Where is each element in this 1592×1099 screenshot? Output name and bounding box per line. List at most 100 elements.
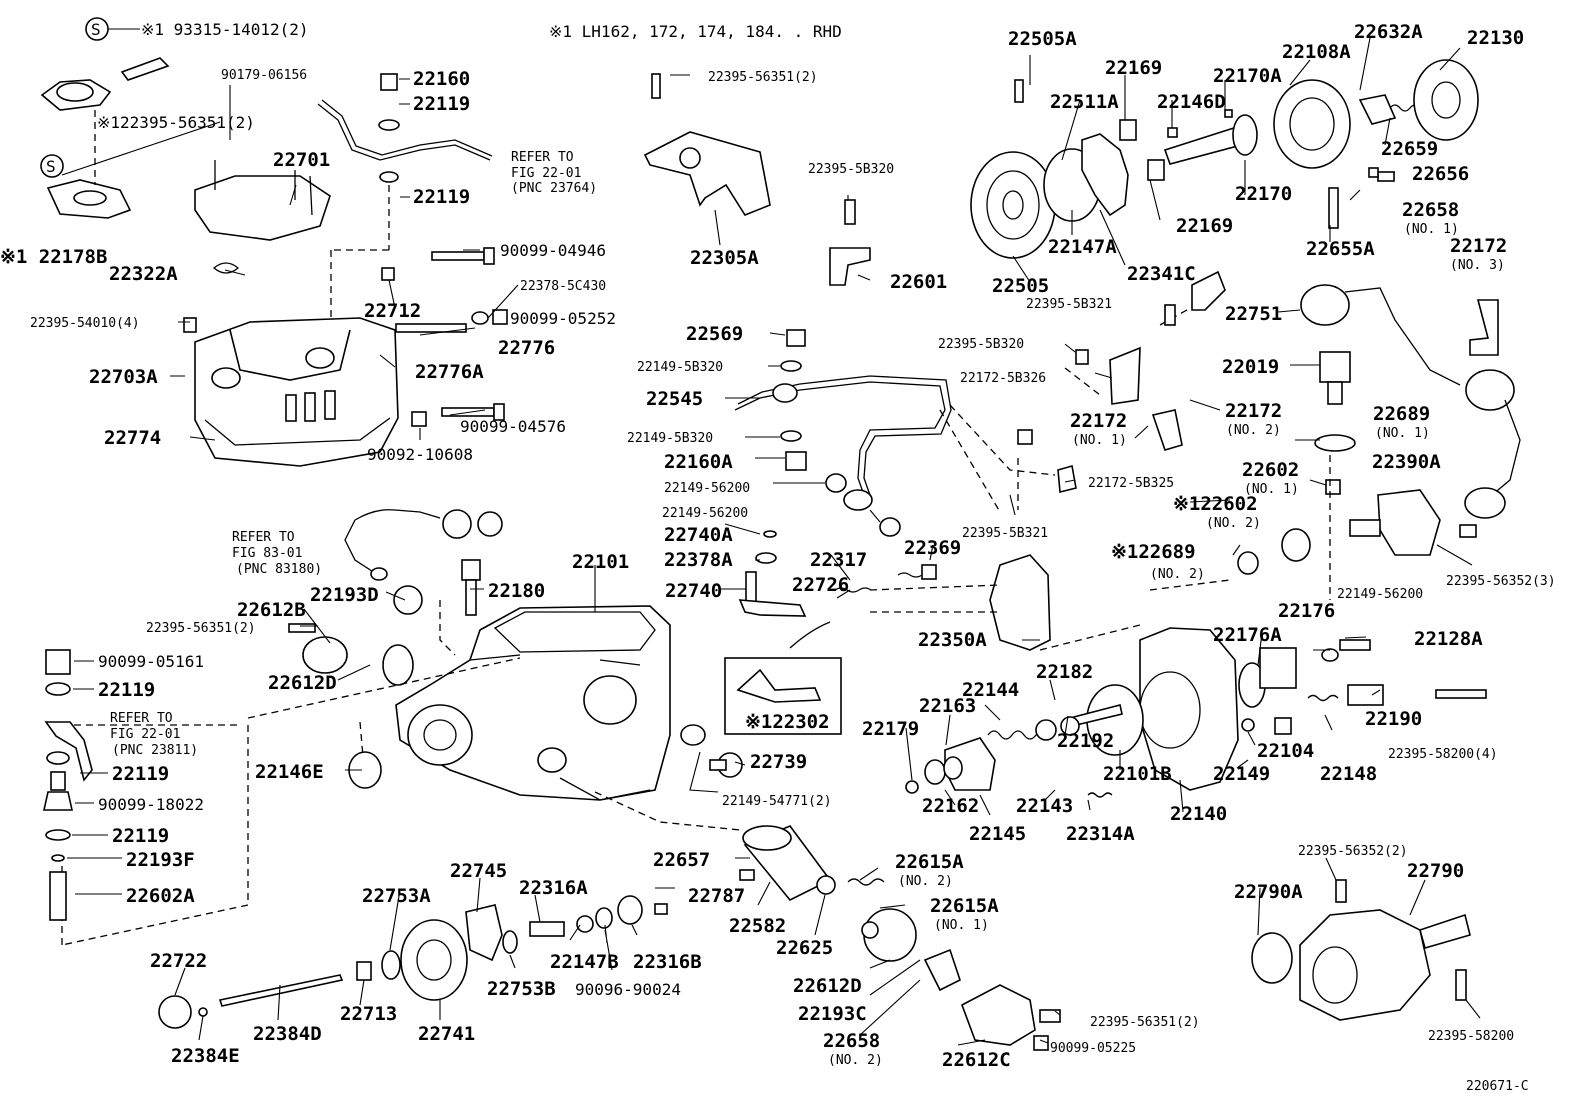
callout-22149-5B320-b: 22149-5B320 bbox=[627, 431, 713, 446]
callout-22569: 22569 bbox=[686, 323, 743, 345]
callout-22776: 22776 bbox=[498, 337, 555, 359]
callout-22119-a: 22119 bbox=[413, 93, 470, 115]
callout-90099-05161: 90099-05161 bbox=[98, 652, 204, 671]
callout-22689-no2-sub: (NO. 2) bbox=[1150, 567, 1205, 582]
callout-22632A: 22632A bbox=[1354, 21, 1423, 43]
callout-22119-e: 22119 bbox=[112, 825, 169, 847]
callout-pnc-23811: (PNC 23811) bbox=[112, 743, 198, 758]
callout-22505A: 22505A bbox=[1008, 28, 1077, 50]
callout-22108A: 22108A bbox=[1282, 41, 1351, 63]
callout-22149-56200-b: 22149-56200 bbox=[662, 506, 748, 521]
callout-22701: 22701 bbox=[273, 149, 330, 171]
callout-22740A: 22740A bbox=[664, 524, 733, 546]
timer-cover-22790 bbox=[1251, 879, 1471, 1021]
callout-22395-58200: 22395-58200 bbox=[1428, 1029, 1514, 1044]
callout-22384D: 22384D bbox=[253, 1023, 322, 1045]
callout-22395-56351-bottom: 22395-56351(2) bbox=[1090, 1015, 1200, 1030]
callout-22689-no1: 22689 bbox=[1373, 403, 1430, 425]
callout-22119-b: 22119 bbox=[413, 186, 470, 208]
callout-22726: 22726 bbox=[792, 574, 849, 596]
banjo-fitting-column bbox=[43, 623, 316, 921]
callout-22703A: 22703A bbox=[89, 366, 158, 388]
fuel-pipe-22545 bbox=[734, 329, 952, 564]
callout-22101: 22101 bbox=[572, 551, 629, 573]
callout-22615A-no1: 22615A bbox=[930, 895, 999, 917]
callout-refer-to-c: REFER TO bbox=[110, 711, 173, 726]
callout-22395-5B321-b: 22395-5B321 bbox=[962, 526, 1048, 541]
callout-22511A: 22511A bbox=[1050, 91, 1119, 113]
fuel-cut-solenoid-wire bbox=[1300, 284, 1521, 519]
callout-22160A: 22160A bbox=[664, 451, 733, 473]
bracket-22601 bbox=[829, 199, 871, 286]
governor-22350A bbox=[989, 554, 1051, 651]
callout-22602-no2-note: ※122602 bbox=[1173, 493, 1258, 515]
callout-22395-56352-3: 22395-56352(3) bbox=[1446, 574, 1556, 589]
callout-90099-04946: 90099-04946 bbox=[500, 241, 606, 260]
bracket-22172-no3 bbox=[1469, 299, 1499, 356]
callout-22147B: 22147B bbox=[550, 951, 619, 973]
callout-22104: 22104 bbox=[1257, 740, 1314, 762]
callout-22740: 22740 bbox=[665, 580, 722, 602]
callout-22322A: 22322A bbox=[109, 263, 178, 285]
callout-22172-5B326: 22172-5B326 bbox=[960, 371, 1046, 386]
pump-housing-22101 bbox=[302, 605, 671, 801]
callout-22160: 22160 bbox=[413, 68, 470, 90]
drawing-id: 220671-C bbox=[1466, 1079, 1529, 1094]
callout-22625: 22625 bbox=[776, 937, 833, 959]
callout-22395-5B320-a: 22395-5B320 bbox=[808, 162, 894, 177]
callout-22144: 22144 bbox=[962, 679, 1019, 701]
sensor-bracket-top bbox=[40, 57, 221, 219]
callout-22790: 22790 bbox=[1407, 860, 1464, 882]
svg-text:S: S bbox=[46, 157, 56, 176]
dash-22350A bbox=[869, 584, 1141, 651]
callout-22193D: 22193D bbox=[310, 584, 379, 606]
callout-22146D: 22146D bbox=[1157, 91, 1226, 113]
callout-22378-5C430: 22378-5C430 bbox=[520, 279, 606, 294]
callout-22149: 22149 bbox=[1213, 763, 1270, 785]
sensor-22019 bbox=[1319, 351, 1351, 405]
callout-22149-56200-c: 22149-56200 bbox=[1337, 587, 1423, 602]
callout-22602-no2-sub: (NO. 2) bbox=[1206, 516, 1261, 531]
feed-pump-22108A bbox=[1273, 59, 1479, 169]
callout-22658-no1-sub: (NO. 1) bbox=[1404, 222, 1459, 237]
callout-22182: 22182 bbox=[1036, 661, 1093, 683]
callout-22601: 22601 bbox=[890, 271, 947, 293]
callout-90099-18022: 90099-18022 bbox=[98, 795, 204, 814]
callout-22143: 22143 bbox=[1016, 795, 1073, 817]
small-parts-housing-left bbox=[348, 564, 937, 789]
callout-22689-no1-sub: (NO. 1) bbox=[1375, 426, 1430, 441]
callout-22314A: 22314A bbox=[1066, 823, 1135, 845]
callout-22162: 22162 bbox=[922, 795, 979, 817]
callout-93315-14012: ※1 93315-14012(2) bbox=[141, 20, 309, 39]
callout-22615A-no1-sub: (NO. 1) bbox=[934, 918, 989, 933]
callout-22190: 22190 bbox=[1365, 708, 1422, 730]
callout-22128A: 22128A bbox=[1414, 628, 1483, 650]
callout-22172-no2-sub: (NO. 2) bbox=[1226, 423, 1281, 438]
callout-fig-83-01: FIG 83-01 bbox=[232, 546, 302, 561]
leak-pipe-top bbox=[317, 73, 493, 320]
callout-22787: 22787 bbox=[688, 885, 745, 907]
callout-22176: 22176 bbox=[1278, 600, 1335, 622]
callout-22350A: 22350A bbox=[918, 629, 987, 651]
s-symbol-mid: S bbox=[40, 154, 64, 178]
callout-22658-no1: 22658 bbox=[1402, 199, 1459, 221]
callout-22163: 22163 bbox=[919, 695, 976, 717]
callout-22395-56351-mid: 22395-56351(2) bbox=[146, 621, 256, 636]
callout-22170: 22170 bbox=[1235, 183, 1292, 205]
callout-22774: 22774 bbox=[104, 427, 161, 449]
plunger-assembly bbox=[905, 716, 1113, 798]
s-symbol-top: S bbox=[85, 17, 140, 41]
callout-22180: 22180 bbox=[488, 580, 545, 602]
callout-122302: ※122302 bbox=[745, 711, 830, 733]
callout-22655A: 22655A bbox=[1306, 238, 1375, 260]
callout-22172-no2: 22172 bbox=[1225, 400, 1282, 422]
callout-22149-56200-a: 22149-56200 bbox=[664, 481, 750, 496]
callout-22615A-no2: 22615A bbox=[895, 851, 964, 873]
callout-22172-no1-sub: (NO. 1) bbox=[1072, 433, 1127, 448]
callout-22147A: 22147A bbox=[1048, 236, 1117, 258]
callout-22395-5B321-a: 22395-5B321 bbox=[1026, 297, 1112, 312]
callout-22178B: ※1 22178B bbox=[0, 246, 107, 268]
callout-22192: 22192 bbox=[1057, 730, 1114, 752]
callout-22149-54771: 22149-54771(2) bbox=[722, 794, 832, 809]
